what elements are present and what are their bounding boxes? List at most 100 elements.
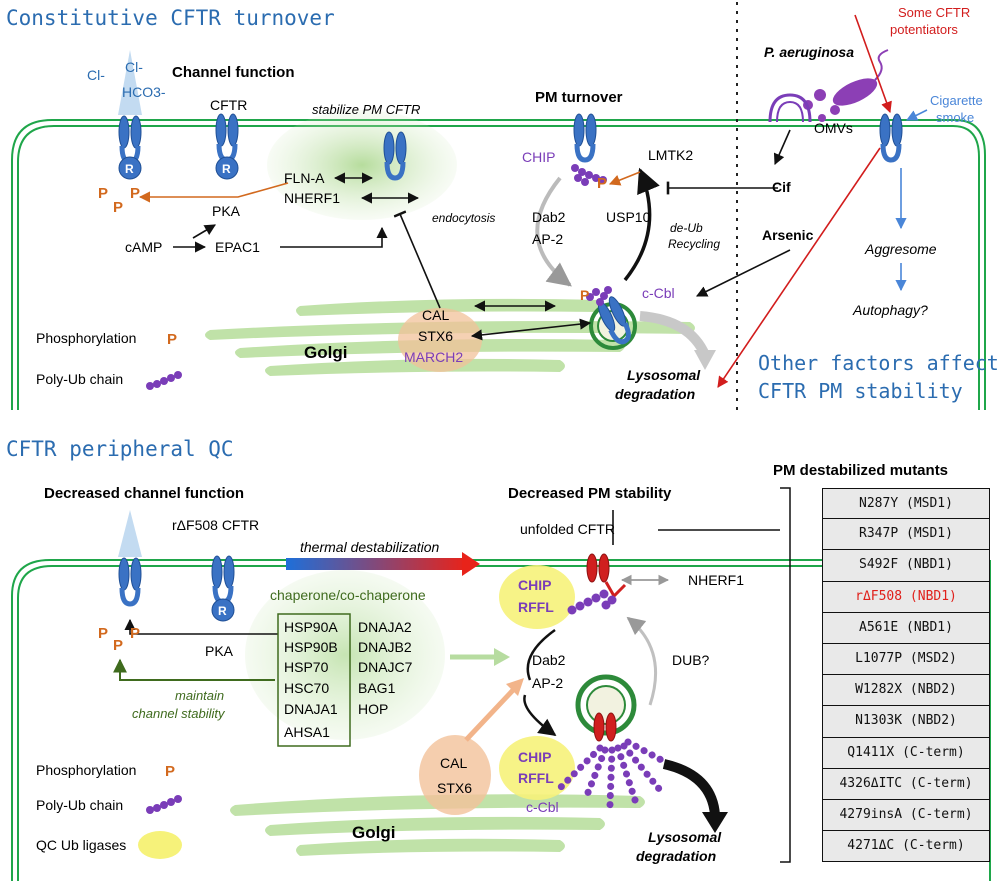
cbl-label-top: c-Cbl: [642, 285, 675, 301]
r-text-1: R: [125, 162, 134, 176]
cif-label: Cif: [772, 179, 791, 195]
mutant-row: N287Y (MSD1): [822, 488, 990, 520]
thermal-arrowhead: [462, 552, 480, 576]
nherf1-label-top: NHERF1: [284, 190, 340, 206]
thermal-bar: [286, 558, 466, 570]
qc-ligase-legend-label: QC Ub ligases: [36, 837, 126, 853]
bottom-title: CFTR peripheral QC: [6, 437, 234, 461]
r-domain-icon-2: [215, 156, 239, 180]
chaperone-arrowhead: [494, 648, 510, 666]
lyso-label-2-top: degradation: [615, 386, 695, 402]
ub-chain-endosome: [586, 286, 612, 306]
chaperone-right-2: DNAJB2: [358, 639, 412, 655]
ap2-label-bottom: AP-2: [532, 675, 563, 691]
unfolded-tail: [604, 581, 627, 599]
flna-label: FLN-A: [284, 170, 325, 186]
rffl-label-bottom-2: RFFL: [518, 770, 554, 786]
mutant-row: 4279insA (C-term): [822, 799, 990, 832]
aggresome-label: Aggresome: [864, 241, 937, 257]
cftr-channel-bottom: [119, 558, 141, 604]
polyub-legend-bottom: [146, 795, 182, 814]
degradation-arrow-top: [639, 311, 710, 358]
maintain-label-1: maintain: [175, 688, 224, 703]
cigarette-label-2: smoke: [936, 110, 974, 125]
p-mark-endosome: P: [580, 287, 589, 303]
chaperone-left-5: DNAJA1: [284, 701, 338, 717]
lyso-label-2-bottom: degradation: [636, 848, 716, 864]
autophagy-label: Autophagy?: [852, 302, 928, 318]
camp-label: cAMP: [125, 239, 162, 255]
mutant-row: R347P (MSD1): [822, 519, 990, 551]
cbl-label-bottom: c-Cbl: [526, 799, 559, 815]
chip-rffl-blob-top: [499, 565, 575, 629]
p-mark-b1: P: [98, 625, 108, 642]
p-mark-2: P: [113, 199, 123, 216]
chaperone-left-2: HSP90B: [284, 639, 338, 655]
chaperone-left-1: HSP90A: [284, 619, 338, 635]
top-title: Constitutive CFTR turnover: [6, 6, 335, 30]
march2-label: MARCH2: [404, 349, 463, 365]
hco3-label: HCO3-: [122, 84, 166, 100]
arsenic-label: Arsenic: [762, 227, 814, 243]
other-factors-1: Other factors affect: [758, 351, 999, 375]
polyub-legend-label-bottom: Poly-Ub chain: [36, 797, 123, 813]
top-cell-membrane: [11, 119, 986, 410]
endocytosis-label: endocytosis: [432, 211, 495, 225]
mutant-row: 4271ΔC (C-term): [822, 831, 990, 863]
usp10-label: USP10: [606, 209, 651, 225]
p-mark-b2: P: [113, 637, 123, 654]
ub-chain-chip: [571, 164, 607, 186]
p-mark-1: P: [98, 185, 108, 202]
endosome-top: [589, 295, 635, 350]
r-domain-icon-3: [211, 598, 235, 622]
p-mark-lmtk2: P: [597, 175, 607, 192]
mutant-row: A561E (NBD1): [822, 612, 990, 644]
unfolded-label: unfolded CFTR: [520, 521, 615, 537]
dub-arrow: [626, 616, 658, 706]
r-domain-icon: [118, 156, 142, 180]
chaperone-left-3: HSP70: [284, 659, 329, 675]
chaperone-left-6: AHSA1: [284, 724, 330, 740]
mutants-bracket: [780, 487, 791, 863]
chip-label-bottom-1: CHIP: [518, 577, 551, 593]
potentiators-label-1: Some CFTR: [898, 5, 970, 20]
chip-label-top: CHIP: [522, 149, 555, 165]
cal-stx6-glow-top: [398, 308, 482, 372]
cal-label-top: CAL: [422, 307, 449, 323]
stabilize-label: stabilize PM CFTR: [312, 102, 420, 117]
channel-function-label: Channel function: [172, 64, 295, 81]
ap2-label-top: AP-2: [532, 231, 563, 247]
dab2-label-bottom: Dab2: [532, 652, 566, 668]
chaperone-title: chaperone/co-chaperone: [270, 587, 426, 603]
chaperone-right-3: DNAJC7: [358, 659, 413, 675]
lyso-label-1-top: Lysosomal: [627, 367, 701, 383]
potentiators-label-2: potentiators: [890, 22, 958, 37]
chaperone-left-4: HSC70: [284, 680, 329, 696]
pka-label: PKA: [212, 203, 241, 219]
recycling-label: Recycling: [668, 237, 720, 251]
chaperone-right-4: BAG1: [358, 680, 396, 696]
mutant-row: L1077P (MSD2): [822, 643, 990, 676]
lyso-label-1-bottom: Lysosomal: [648, 829, 722, 845]
p-mark-3: P: [130, 185, 140, 202]
mutants-title: PM destabilized mutants: [773, 462, 948, 479]
stx6-label-top: STX6: [418, 328, 453, 344]
omvs-label: OMVs: [814, 120, 853, 136]
phos-legend-p-top: P: [167, 331, 177, 348]
mutant-row: S492F (NBD1): [822, 550, 990, 582]
pore-glow: [118, 50, 142, 115]
cl-label-2: Cl-: [125, 59, 143, 75]
lmtk2-label: LMTK2: [648, 147, 693, 163]
dub-label: DUB?: [672, 652, 710, 668]
pm-turnover-label: PM turnover: [535, 89, 623, 106]
cal-label-bottom: CAL: [440, 755, 467, 771]
chaperone-glow: [245, 570, 445, 740]
endocytosis-arrow: [535, 176, 572, 287]
chip-label-bottom-2: CHIP: [518, 749, 551, 765]
chaperone-right-1: DNAJA2: [358, 619, 412, 635]
qc-ligase-legend-blob: [138, 831, 182, 859]
unfolded-cftr-icon: [586, 553, 610, 583]
top-arrows: [138, 14, 928, 388]
chip-rffl-blob-bottom: [499, 736, 575, 800]
